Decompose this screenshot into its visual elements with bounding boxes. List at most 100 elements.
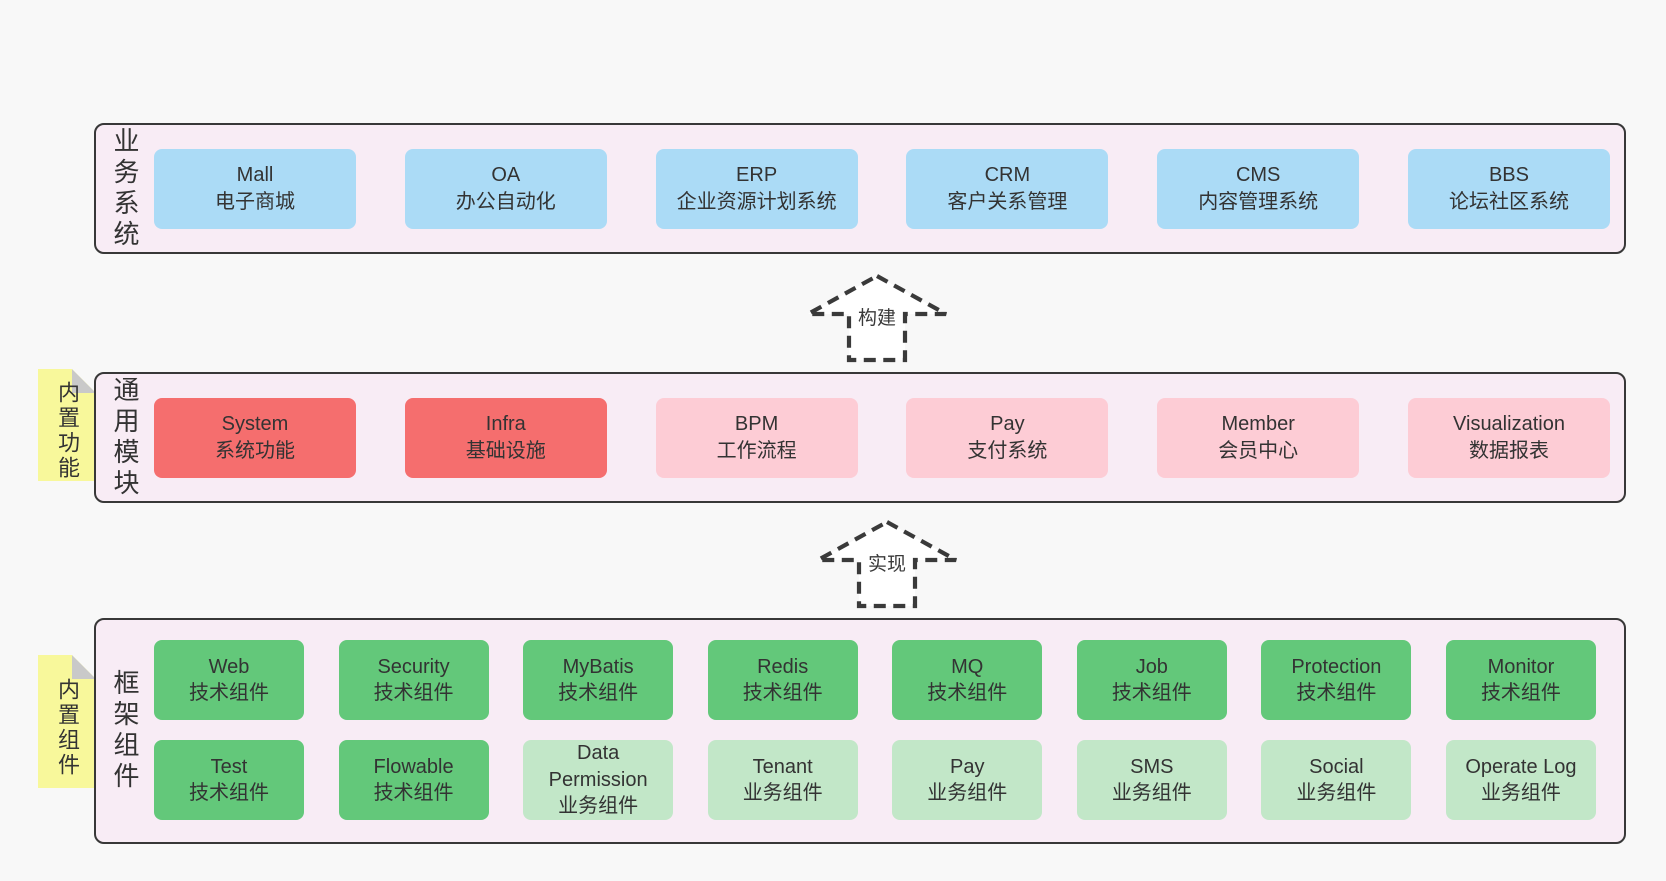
box-title-en: Protection	[1291, 655, 1382, 678]
box-title-en: Monitor	[1487, 655, 1555, 678]
component-box-pay: Pay 业务组件	[892, 740, 1043, 820]
box-title-en: Social	[1309, 755, 1364, 778]
box-title-en: Test	[210, 755, 248, 778]
layer-label-common-modules: 通用模块	[96, 374, 154, 501]
component-box-protection: Protection 技术组件	[1261, 640, 1412, 720]
layer-label-business-systems: 业务系统	[96, 125, 154, 252]
box-subtitle-zh: 电子商城	[215, 190, 295, 213]
layer-label-text: 框架组件	[110, 669, 140, 793]
box-title-en: Tenant	[752, 755, 813, 778]
layer-label-text: 通用模块	[110, 375, 140, 500]
box-title-en: Flowable	[373, 755, 454, 778]
box-subtitle-zh: 技术组件	[1111, 682, 1192, 704]
box-subtitle-zh: 业务组件	[1111, 782, 1192, 804]
box-title-en: Pay	[990, 413, 1025, 436]
box-subtitle-zh: 技术组件	[373, 782, 454, 804]
folded-corner-icon	[72, 655, 96, 679]
box-subtitle-zh: 技术组件	[1480, 682, 1561, 704]
box-subtitle-zh: 技术组件	[1296, 682, 1377, 704]
box-subtitle-zh: 基础设施	[465, 439, 546, 462]
box-title-en: Member	[1221, 413, 1295, 436]
component-box-job: Job 技术组件	[1076, 640, 1227, 720]
box-title-en: CMS	[1235, 164, 1281, 187]
box-title-en: MyBatis	[562, 655, 634, 678]
box-subtitle-zh: 系统功能	[215, 439, 295, 462]
box-subtitle-zh: 技术组件	[189, 782, 269, 804]
module-box-system: System 系统功能	[154, 397, 356, 478]
box-subtitle-zh: 业务组件	[927, 782, 1008, 804]
box-title-en: Web	[208, 655, 250, 678]
component-box-test: Test 技术组件	[154, 740, 304, 820]
component-box-mybatis: MyBatis 技术组件	[523, 640, 674, 720]
component-box-sms: SMS 业务组件	[1076, 740, 1227, 820]
box-title-en: System	[221, 413, 289, 436]
box-title-en: Job	[1135, 655, 1168, 678]
build-arrow: 构建	[805, 272, 949, 364]
box-title-en: BBS	[1488, 164, 1529, 187]
box-title-en: SMS	[1130, 755, 1174, 778]
build-arrow-label: 构建	[854, 308, 900, 331]
box-subtitle-zh: 客户关系管理	[947, 190, 1068, 213]
layer-label-framework-components: 框架组件	[96, 620, 154, 842]
box-subtitle-zh: 技术组件	[189, 682, 269, 704]
box-title-en: Data Permission	[548, 742, 648, 791]
layer-label-text: 业务系统	[110, 126, 140, 251]
box-subtitle-zh: 论坛社区系统	[1448, 190, 1569, 213]
box-subtitle-zh: 工作流程	[716, 439, 797, 462]
sticky-note-built-in-components: 内置组件	[38, 655, 96, 788]
business-box-crm: CRM 客户关系管理	[906, 148, 1109, 229]
business-box-cms: CMS 内容管理系统	[1157, 148, 1360, 229]
component-box-redis: Redis 技术组件	[707, 640, 858, 720]
component-box-monitor: Monitor 技术组件	[1445, 640, 1596, 720]
module-box-infra: Infra 基础设施	[404, 397, 607, 478]
box-title-en: BPM	[734, 413, 779, 436]
module-box-pay: Pay 支付系统	[906, 397, 1109, 478]
box-subtitle-zh: 企业资源计划系统	[676, 190, 837, 213]
box-title-en: Operate Log	[1465, 755, 1577, 778]
module-box-member: Member 会员中心	[1157, 397, 1360, 478]
box-subtitle-zh: 内容管理系统	[1198, 190, 1319, 213]
box-title-en: Redis	[757, 655, 809, 678]
box-subtitle-zh: 技术组件	[558, 682, 639, 704]
component-box-social: Social 业务组件	[1261, 740, 1412, 820]
box-subtitle-zh: 技术组件	[373, 682, 454, 704]
box-subtitle-zh: 支付系统	[967, 439, 1048, 462]
box-subtitle-zh: 业务组件	[1296, 782, 1377, 804]
common-modules-box-row: System 系统功能 Infra 基础设施 BPM 工作流程 Pay 支付系统 Member 会…	[154, 374, 1624, 501]
box-subtitle-zh: 业务组件	[1480, 782, 1561, 804]
box-subtitle-zh: 会员中心	[1218, 439, 1299, 462]
sticky-note-text: 内置组件	[55, 677, 80, 778]
layer-common-modules: 通用模块 System 系统功能 Infra 基础设施 BPM 工作流程 Pay 支付系统 Me…	[94, 372, 1626, 503]
business-box-mall: Mall 电子商城	[154, 148, 356, 229]
box-title-en: Infra	[485, 413, 526, 436]
box-subtitle-zh: 办公自动化	[455, 190, 556, 213]
component-box-web: Web 技术组件	[154, 640, 304, 720]
component-box-flowable: Flowable 技术组件	[338, 740, 489, 820]
sticky-note-text: 内置功能	[55, 381, 80, 481]
implement-arrow: 实现	[815, 518, 959, 610]
business-box-bbs: BBS 论坛社区系统	[1407, 148, 1610, 229]
box-title-en: CRM	[984, 164, 1031, 187]
box-title-en: Pay	[950, 755, 985, 778]
module-box-bpm: BPM 工作流程	[655, 397, 858, 478]
implement-arrow-label: 实现	[864, 554, 910, 577]
box-title-en: MQ	[951, 655, 984, 678]
box-subtitle-zh: 数据报表	[1468, 439, 1549, 462]
sticky-note-built-in-features: 内置功能	[38, 369, 96, 481]
box-title-en: Mall	[236, 164, 274, 187]
component-box-operate-log: Operate Log 业务组件	[1445, 740, 1596, 820]
box-subtitle-zh: 技术组件	[742, 682, 823, 704]
